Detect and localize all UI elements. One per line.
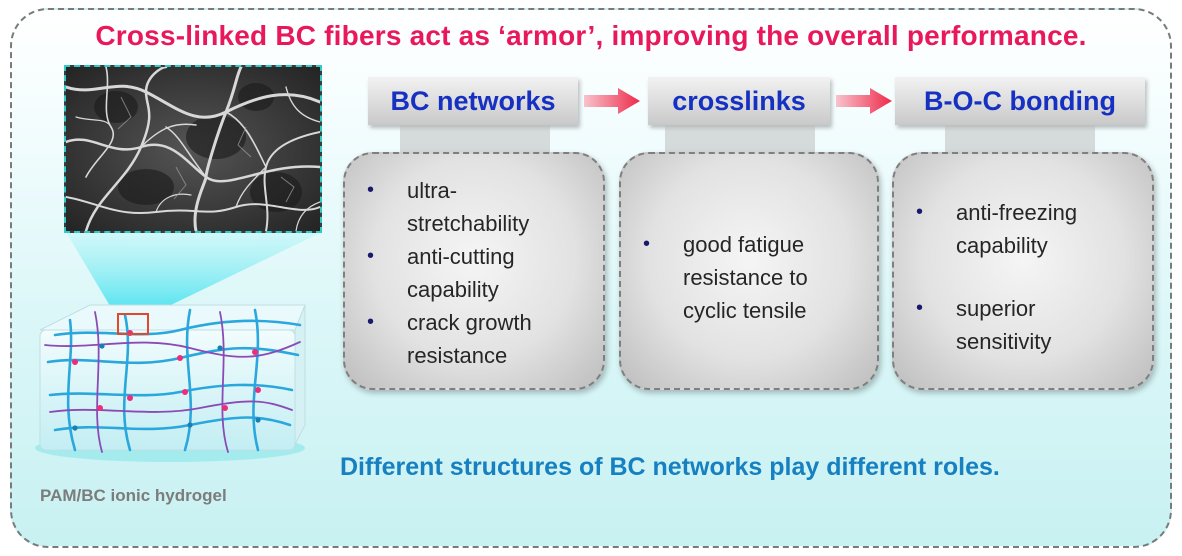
- header-boc-bonding: B-O-C bonding: [895, 77, 1145, 125]
- bullet-item: good fatigue resistance to cyclic tensil…: [643, 228, 848, 327]
- bullet-item: crack growth resistance: [367, 306, 567, 372]
- header-bc-networks: BC networks: [368, 77, 578, 125]
- bullet-list: good fatigue resistance to cyclic tensil…: [643, 228, 869, 327]
- connector: [665, 125, 815, 155]
- connector: [400, 125, 550, 155]
- footer-caption: Different structures of BC networks play…: [340, 453, 1000, 481]
- panel-crosslinks: good fatigue resistance to cyclic tensil…: [619, 152, 879, 390]
- figure-title: Cross-linked BC fibers act as ‘armor’, i…: [95, 20, 1087, 51]
- bullet-item: superior sensitivity: [916, 292, 1086, 358]
- hydrogel-label: PAM/BC ionic hydrogel: [40, 486, 227, 505]
- bullet-item: anti-freezing capability: [916, 196, 1096, 262]
- bullet-list: ultra-stretchability anti-cutting capabi…: [367, 174, 595, 372]
- hydrogel-block: [35, 304, 306, 462]
- bullet-list: anti-freezing capability superior sensit…: [916, 196, 1144, 358]
- panel-bc-networks: ultra-stretchability anti-cutting capabi…: [343, 152, 605, 390]
- panel-boc-bonding: anti-freezing capability superior sensit…: [892, 152, 1154, 390]
- bullet-item: anti-cutting capability: [367, 240, 557, 306]
- zoom-box: [117, 313, 149, 335]
- sem-micrograph: [64, 65, 322, 233]
- connector: [945, 125, 1095, 155]
- arrow-right-icon: [584, 88, 640, 114]
- bullet-item: ultra-stretchability: [367, 174, 537, 240]
- arrow-right-icon: [836, 88, 892, 114]
- header-crosslinks: crosslinks: [648, 77, 830, 125]
